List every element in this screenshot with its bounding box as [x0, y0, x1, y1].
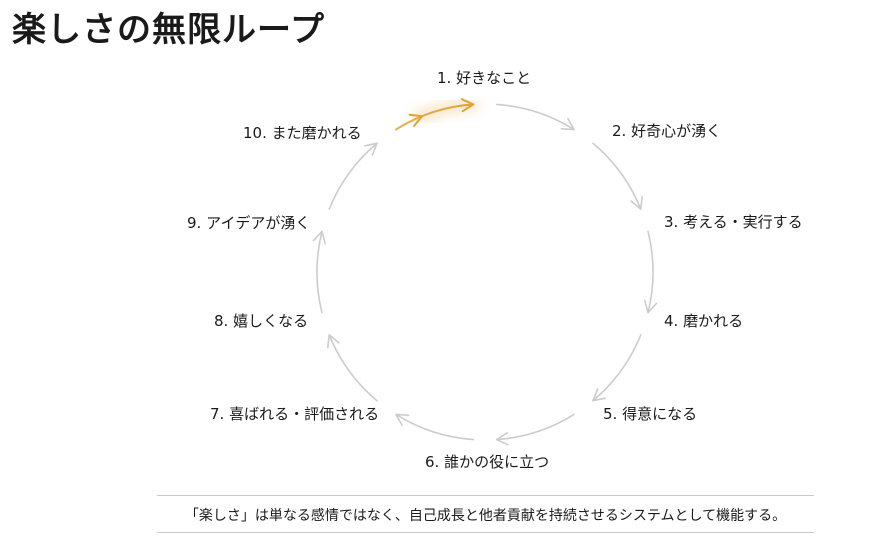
- footer-rule-top: [157, 495, 814, 496]
- arrow-arc-4-to-5: [592, 334, 642, 402]
- arrow-head-10-to-1: [460, 98, 475, 113]
- arrow-head-8-to-9: [312, 230, 326, 245]
- step-label-9: 9. アイデアが湧く: [187, 214, 311, 232]
- step-label-1: 1. 好きなこと: [437, 69, 532, 87]
- arrow-arc-10-to-1: [394, 103, 475, 131]
- arrow-arc-9-to-10: [328, 142, 378, 210]
- step-label-7: 7. 喜ばれる・評価される: [210, 405, 380, 423]
- arrow-head-9-to-10: [363, 142, 378, 156]
- step-label-3: 3. 考える・実行する: [664, 213, 803, 231]
- step-label-10: 10. また磨かれる: [243, 124, 362, 142]
- step-label-2: 2. 好奇心が湧く: [612, 122, 722, 140]
- step-label-6: 6. 誰かの役に立つ: [425, 453, 550, 471]
- arrow-head-7-to-8: [326, 334, 340, 349]
- arrow-arc-2-to-3: [592, 142, 642, 210]
- arrow-head-4-to-5: [592, 388, 607, 402]
- arrow-head-3-to-4: [644, 299, 658, 314]
- arrow-head-2-to-3: [630, 195, 644, 210]
- footer-rule-bottom: [157, 532, 814, 533]
- arrow-arc-6-to-7: [395, 413, 475, 441]
- step-label-5: 5. 得意になる: [603, 405, 698, 423]
- arrow-head-1-to-2: [560, 117, 575, 131]
- arrow-head-6-to-7: [395, 413, 410, 427]
- arrow-head-highlight-mid: [408, 113, 424, 127]
- highlight-glow: [411, 99, 479, 124]
- arrow-arc-1-to-2: [495, 103, 575, 131]
- step-label-4: 4. 磨かれる: [664, 312, 744, 330]
- arrow-arc-8-to-9: [316, 230, 323, 314]
- arrow-head-5-to-6: [495, 432, 509, 446]
- footer-caption: 「楽しさ」は単なる感情ではなく、自己成長と他者貢献を持続させるシステムとして機能…: [184, 508, 787, 524]
- arrow-arc-7-to-8: [328, 334, 378, 402]
- arrow-arc-3-to-4: [647, 230, 654, 314]
- arrow-arc-5-to-6: [495, 413, 575, 441]
- page-title: 楽しさの無限ループ: [12, 10, 325, 50]
- step-label-8: 8. 嬉しくなる: [214, 312, 309, 330]
